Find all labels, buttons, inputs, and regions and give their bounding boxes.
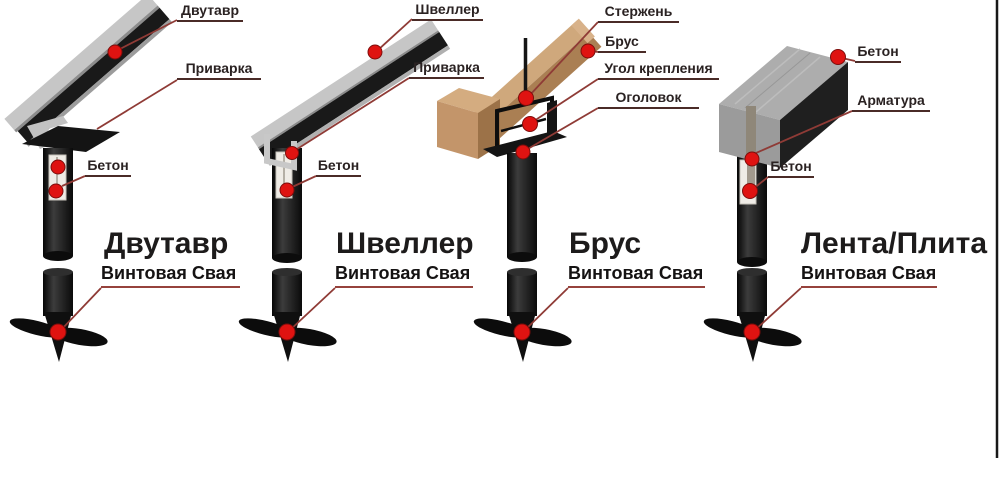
marker-screw-2	[278, 323, 296, 341]
subtitle-screw-pile-4: Винтовая Свая	[801, 264, 937, 288]
column-title-dvutavr: Двутавр	[104, 227, 229, 260]
subtitle-screw-pile-1: Винтовая Свая	[101, 264, 240, 288]
marker-screw-4	[743, 323, 761, 341]
marker-dots	[48, 43, 846, 341]
callout-ogolovok: Оголовок	[598, 90, 699, 109]
pile-shaft-bottom-4	[737, 257, 767, 267]
marker-weld-2	[285, 146, 299, 160]
callout-beton-low-4: Бетон	[768, 159, 814, 178]
marker-screw-3	[513, 323, 531, 341]
timber-block-front	[437, 101, 478, 159]
column-title-brus: Брус	[569, 227, 642, 260]
leader-ogolovok	[525, 107, 599, 151]
timber-block-side	[478, 99, 500, 159]
ibeam-flange-edge	[14, 5, 160, 133]
concrete-texture-line-3	[755, 56, 821, 113]
marker-concrete-1b	[48, 183, 64, 199]
concrete-block-top	[719, 46, 848, 120]
leader-beton-1	[61, 175, 86, 187]
callout-armatura: Арматура	[852, 93, 930, 112]
marker-channel	[367, 44, 383, 60]
leader-privarka-2	[293, 77, 410, 152]
leader-beton-2	[289, 175, 317, 189]
callout-privarka-2: Приварка	[409, 60, 484, 79]
leader-privarka-1	[96, 79, 178, 130]
marker-ibeam	[107, 44, 123, 60]
rebar-strip	[746, 106, 756, 162]
leader-screw-2	[289, 287, 336, 331]
callout-beton-2: Бетон	[316, 158, 361, 177]
leader-screw-3	[524, 287, 569, 331]
callout-shveller: Швеллер	[412, 2, 483, 21]
channel-top-flange	[250, 19, 439, 148]
ibeam-top-flange	[4, 0, 158, 131]
concrete-texture-line-2	[744, 52, 811, 109]
screw-tip-graphic-2	[237, 268, 338, 362]
weld-plate-1	[22, 126, 120, 152]
subtitle-screw-pile-2: Винтовая Свая	[335, 264, 473, 288]
timber-assembly	[437, 18, 602, 362]
leader-armatura	[755, 110, 853, 154]
subtitle-screw-pile-3: Винтовая Свая	[568, 264, 705, 288]
marker-concrete-1a	[50, 159, 66, 175]
marker-rod	[518, 90, 534, 106]
marker-screw-1	[49, 323, 67, 341]
marker-cap	[515, 144, 531, 160]
ibeam-assembly	[4, 0, 173, 362]
leader-dvutavr	[117, 19, 178, 51]
channel-side	[258, 31, 448, 163]
marker-rebar	[744, 151, 760, 167]
pile-cap-tab	[547, 100, 557, 138]
pile-shaft-bottom-1	[43, 251, 73, 261]
column-title-lenta: Лента/Плита	[801, 227, 988, 260]
callout-sterzhen: Стержень	[598, 4, 679, 23]
channel-flange-edge	[257, 30, 440, 150]
pile-shaft-3	[507, 153, 537, 257]
callout-beton-top-4: Бетон	[855, 44, 901, 63]
pile-shaft-bottom-2	[272, 253, 302, 263]
callout-privarka-1: Приварка	[177, 61, 261, 80]
marker-concrete-top-4	[830, 49, 846, 65]
marker-concrete-low-4	[742, 183, 758, 199]
pile-shaft-bottom-3	[507, 252, 537, 262]
concrete-assembly	[702, 46, 848, 362]
marker-brus	[580, 43, 596, 59]
concrete-block-front-face	[780, 62, 848, 168]
ibeam-bottom-flange	[26, 19, 173, 147]
timber-block-top	[437, 88, 500, 113]
leader-shveller	[377, 18, 413, 51]
timber-beam-end	[571, 18, 595, 44]
callout-beton-1: Бетон	[85, 158, 131, 177]
leader-lines	[60, 18, 856, 331]
callout-brus: Брус	[598, 34, 646, 53]
timber-beam-side	[471, 32, 602, 153]
callout-ugol: Угол крепления	[598, 61, 719, 80]
leader-screw-4	[754, 287, 802, 331]
leader-sterzhen	[528, 21, 599, 97]
callout-dvutavr: Двутавр	[177, 3, 243, 22]
leader-ugol	[533, 78, 599, 122]
channel-assembly	[237, 19, 451, 362]
channel-bottom-lip	[267, 45, 451, 166]
screw-tip-graphic-1	[8, 268, 109, 362]
marker-concrete-2	[279, 182, 295, 198]
column-title-shveller: Швеллер	[336, 227, 474, 260]
screw-tip-graphic-3	[472, 268, 573, 362]
screw-tip-graphic-4	[702, 268, 803, 362]
leader-screw-1	[60, 287, 102, 331]
ibeam-web	[17, 7, 170, 143]
marker-bracket	[522, 116, 538, 132]
rebar-in-pile	[747, 161, 755, 191]
concrete-texture-line-1	[734, 48, 801, 105]
